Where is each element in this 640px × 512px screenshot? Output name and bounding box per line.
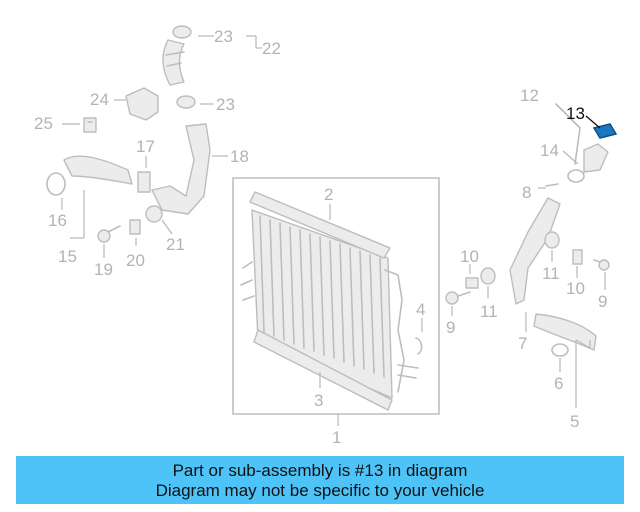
- bolt-9-right: [593, 259, 610, 271]
- callout-5: 5: [570, 412, 579, 431]
- callout-3: 3: [314, 391, 323, 410]
- callout-20: 20: [126, 251, 145, 270]
- callout-9-right: 9: [598, 292, 607, 311]
- banner-line-1: Part or sub-assembly is #13 in diagram: [172, 461, 468, 480]
- banner-line-2: Diagram may not be specific to your vehi…: [155, 481, 485, 500]
- callout-12: 12: [520, 86, 539, 105]
- callout-23-middle: 23: [216, 95, 235, 114]
- lower-strip: [253, 329, 393, 411]
- callout-18: 18: [230, 147, 249, 166]
- clamp-top: [172, 25, 192, 39]
- right-hose-6: [533, 313, 597, 357]
- highlight-leader: [585, 115, 601, 129]
- upper-strip: [249, 191, 391, 259]
- cap-11-right: [544, 231, 560, 249]
- cap-11-center: [480, 267, 496, 285]
- callout-19: 19: [94, 260, 113, 279]
- parts-diagram: 23 22 24 23 25 17 18 16 15 19 20 21 2 1 …: [34, 25, 618, 447]
- callout-2: 2: [324, 185, 333, 204]
- callout-11-right: 11: [542, 264, 560, 283]
- left-hose: [63, 155, 133, 185]
- callout-17: 17: [136, 137, 155, 156]
- clip-4: [415, 337, 423, 355]
- callout-10-center: 10: [460, 247, 479, 266]
- intercooler-frame: [232, 177, 440, 415]
- bent-pipe-18: [151, 123, 211, 215]
- callouts: 23 22 24 23 25 17 18 16 15 19 20 21 2 1 …: [34, 27, 607, 447]
- clamp-middle: [176, 95, 196, 109]
- callout-9-center: 9: [446, 318, 455, 337]
- callout-7: 7: [518, 334, 527, 353]
- callout-22: 22: [262, 39, 281, 58]
- leader-lines: [61, 35, 606, 426]
- bolt-9-center: [445, 291, 471, 305]
- right-long-pipe: [509, 183, 561, 305]
- upper-hose-pipe: [162, 39, 185, 86]
- callout-21: 21: [166, 235, 185, 254]
- callout-25: 25: [34, 114, 53, 133]
- sensor-10-center: [465, 277, 479, 289]
- info-banner: Part or sub-assembly is #13 in diagram D…: [16, 456, 624, 504]
- callout-8: 8: [522, 183, 531, 202]
- callout-6: 6: [554, 374, 563, 393]
- sensor-17: [137, 171, 151, 193]
- bolt-19: [97, 225, 121, 243]
- bolt-left: [83, 117, 97, 133]
- callout-10-right: 10: [566, 279, 585, 298]
- callout-11-center: 11: [480, 302, 498, 321]
- callout-1: 1: [332, 428, 341, 447]
- callout-14: 14: [540, 141, 559, 160]
- callout-4: 4: [416, 300, 425, 319]
- o-ring-left: [46, 172, 66, 196]
- callout-23-top: 23: [214, 27, 233, 46]
- callout-15: 15: [58, 247, 77, 266]
- flange-housing: [125, 87, 159, 121]
- callout-24: 24: [90, 90, 109, 109]
- callout-13: 13: [566, 104, 585, 123]
- hose-14: [567, 143, 609, 183]
- cap-21: [145, 205, 163, 223]
- callout-16: 16: [48, 211, 67, 230]
- sensor-10-right: [572, 249, 583, 265]
- sensor-20: [129, 219, 141, 235]
